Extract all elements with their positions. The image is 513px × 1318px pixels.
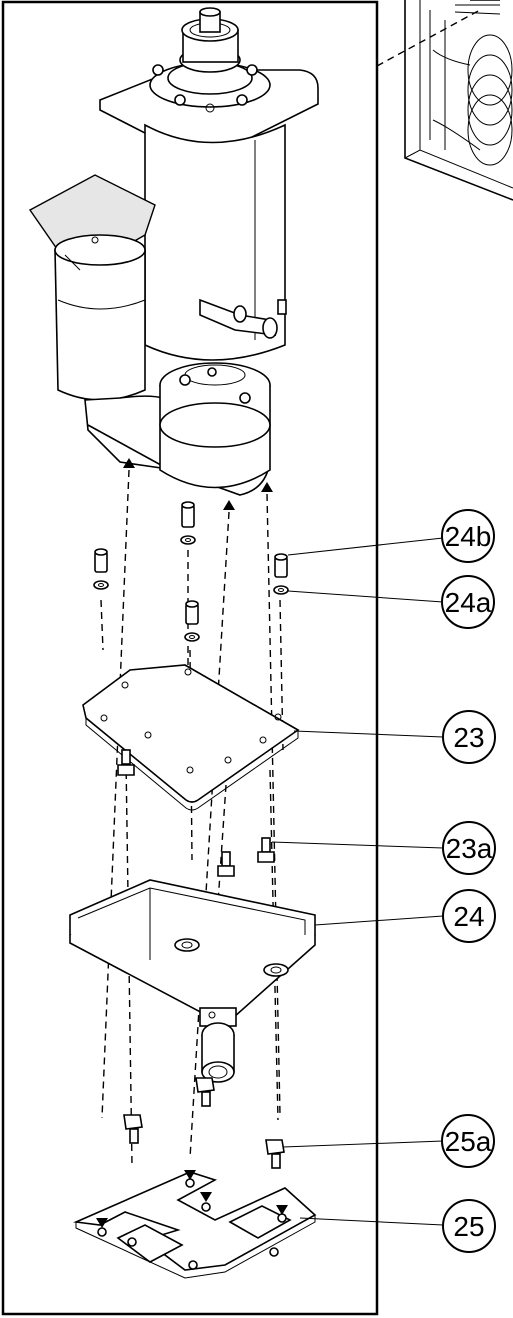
svg-text:25: 25 (453, 1211, 484, 1242)
svg-text:24: 24 (453, 901, 484, 932)
base-plate-25 (73, 1170, 317, 1279)
upper-alignment-arrows (123, 458, 273, 510)
alignment-lines (100, 469, 284, 1166)
hex-bolts-23a (117, 749, 275, 877)
callout-25: 25 (442, 1199, 496, 1253)
svg-text:23: 23 (453, 722, 484, 753)
washers-24a (93, 535, 289, 642)
svg-text:24b: 24b (445, 521, 492, 552)
upper-unit (28, 7, 319, 496)
svg-text:25a: 25a (445, 1126, 492, 1157)
callout-24b: 24b (441, 509, 495, 563)
callout-23: 23 (442, 710, 496, 764)
inset-machine-view (404, 0, 513, 201)
callout-24: 24 (442, 889, 496, 943)
callout-leaders (271, 537, 444, 1226)
hex-bolts-25a (123, 1077, 285, 1169)
screws-24b (94, 501, 288, 625)
callout-24a: 24a (441, 575, 495, 629)
diagram-frame (1, 0, 379, 1316)
mounting-plate-23 (82, 664, 300, 811)
callout-23a: 23a (442, 821, 496, 875)
drip-tray-24 (69, 879, 316, 1083)
callout-25a: 25a (441, 1114, 495, 1168)
svg-text:23a: 23a (446, 833, 493, 864)
svg-text:24a: 24a (445, 587, 492, 618)
inset-leader-line (376, 9, 481, 67)
